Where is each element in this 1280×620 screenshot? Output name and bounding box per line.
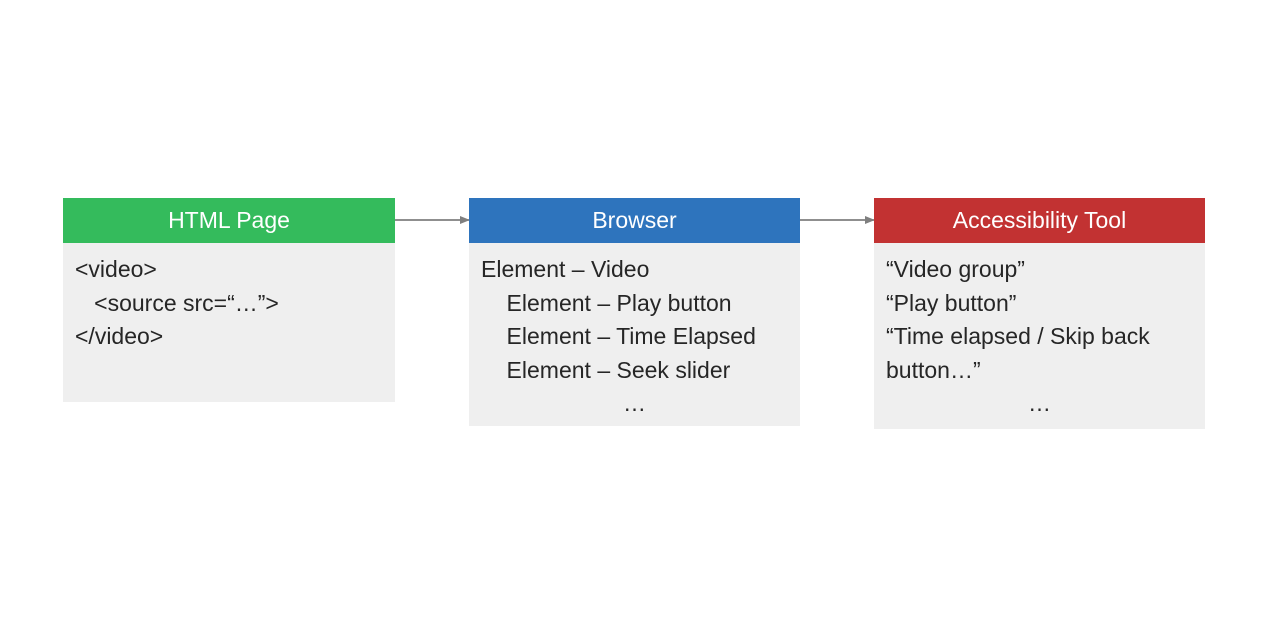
html-page-header: HTML Page bbox=[63, 198, 395, 243]
browser-body: Element – Video Element – Play button El… bbox=[469, 243, 800, 426]
tool-line: “Time elapsed / Skip back bbox=[886, 323, 1150, 349]
html-page-title: HTML Page bbox=[168, 207, 290, 233]
tool-line: “Video group” bbox=[886, 256, 1025, 282]
html-line: <source src=“…”> bbox=[75, 289, 279, 316]
browser-line: Element – Video bbox=[481, 256, 650, 282]
accessibility-tool-box: Accessibility Tool “Video group” “Play b… bbox=[874, 198, 1205, 429]
browser-box: Browser Element – Video Element – Play b… bbox=[469, 198, 800, 426]
browser-line: Element – Seek slider bbox=[481, 356, 731, 383]
tool-line: “Play button” bbox=[886, 289, 1017, 316]
browser-ellipsis: … bbox=[623, 390, 646, 416]
tool-ellipsis: … bbox=[1028, 390, 1051, 416]
accessibility-tool-body: “Video group” “Play button” “Time elapse… bbox=[874, 243, 1205, 429]
html-page-box: HTML Page <video> <source src=“…”> </vid… bbox=[63, 198, 395, 402]
html-line: <video> bbox=[75, 256, 157, 282]
browser-header: Browser bbox=[469, 198, 800, 243]
browser-line: Element – Time Elapsed bbox=[481, 323, 756, 349]
tool-line: button…” bbox=[886, 356, 981, 383]
browser-title: Browser bbox=[592, 207, 677, 233]
html-line: </video> bbox=[75, 323, 164, 349]
accessibility-tool-title: Accessibility Tool bbox=[952, 207, 1127, 233]
accessibility-tool-header: Accessibility Tool bbox=[874, 198, 1205, 243]
html-page-body: <video> <source src=“…”> </video> bbox=[63, 243, 395, 402]
browser-line: Element – Play button bbox=[481, 289, 732, 316]
